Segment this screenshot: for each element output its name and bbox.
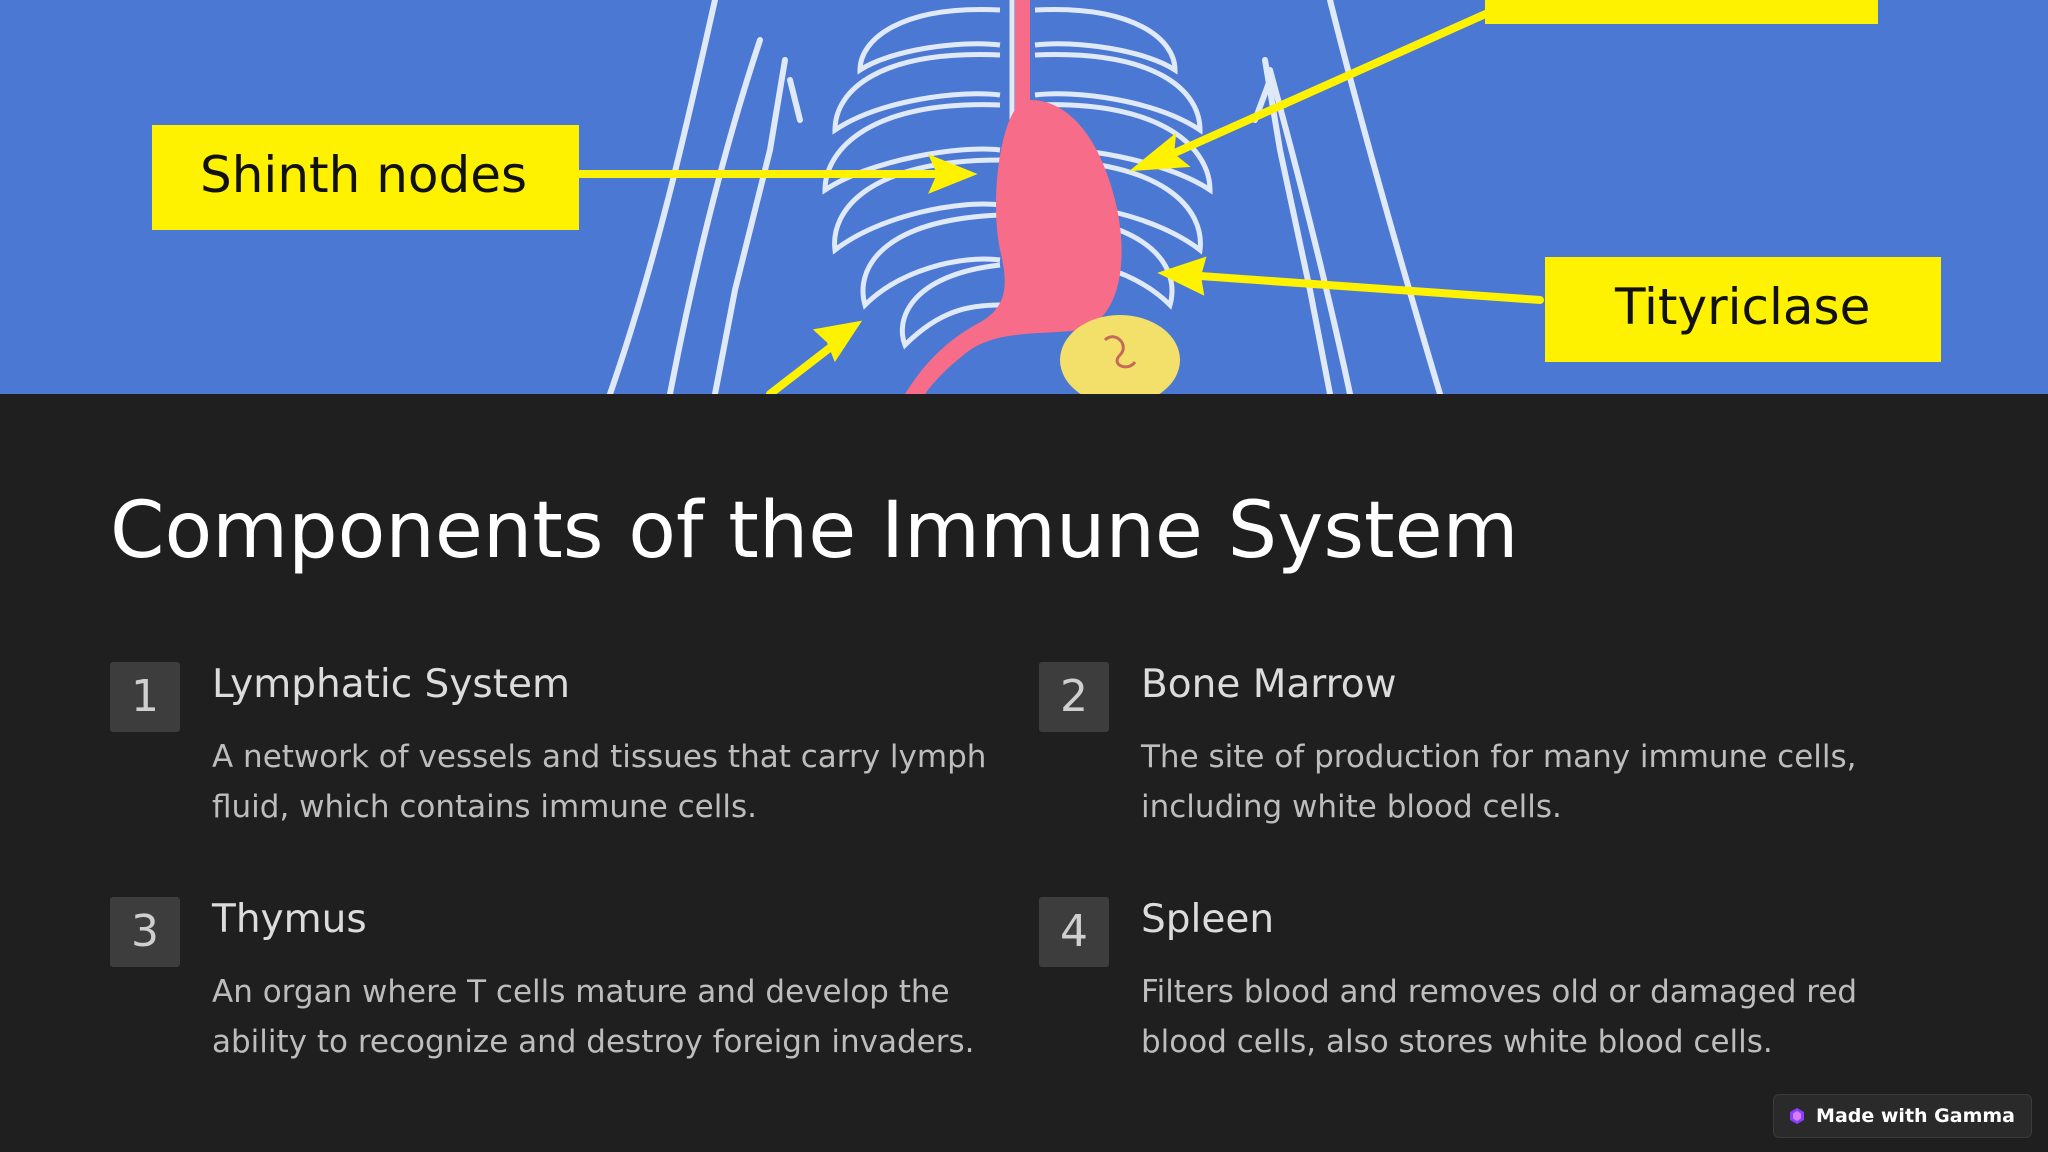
number-badge: 1: [110, 662, 180, 732]
svg-text:Shinth nodes: Shinth nodes: [200, 146, 527, 204]
hero-illustration: Shinth nodes Tityriclase: [0, 0, 2048, 394]
organs: [905, 0, 1180, 394]
item-title: Spleen: [1141, 897, 1275, 942]
label-tityriclase: Tityriclase: [1545, 257, 1941, 362]
made-with-gamma-badge[interactable]: Made with Gamma: [1773, 1094, 2032, 1138]
label-top-right-partial: [1485, 0, 1878, 24]
item-description: A network of vessels and tissues that ca…: [212, 739, 987, 825]
component-item-4: 4 Spleen Filters blood and removes old o…: [1039, 897, 1919, 1097]
badge-label: Made with Gamma: [1816, 1105, 2015, 1127]
item-title: Thymus: [212, 897, 367, 942]
component-item-2: 2 Bone Marrow The site of production for…: [1039, 662, 1919, 862]
label-shinth-nodes: Shinth nodes: [152, 125, 579, 230]
item-title: Lymphatic System: [212, 662, 570, 707]
component-item-3: 3 Thymus An organ where T cells mature a…: [110, 897, 990, 1097]
number-badge: 2: [1039, 662, 1109, 732]
item-title: Bone Marrow: [1141, 662, 1397, 707]
content-area: Components of the Immune System 1 Lympha…: [0, 394, 2048, 1152]
item-description: Filters blood and removes old or damaged…: [1141, 974, 1858, 1060]
anatomy-diagram: Shinth nodes Tityriclase: [0, 0, 2048, 394]
pointer-arrows: [571, 8, 1544, 394]
item-description: The site of production for many immune c…: [1141, 739, 1857, 825]
component-item-1: 1 Lymphatic System A network of vessels …: [110, 662, 990, 862]
item-description: An organ where T cells mature and develo…: [212, 974, 975, 1060]
svg-text:Tityriclase: Tityriclase: [1614, 278, 1870, 336]
body-outline: [607, 0, 1443, 394]
gamma-logo-icon: [1790, 1108, 1805, 1124]
number-badge: 3: [110, 897, 180, 967]
number-badge: 4: [1039, 897, 1109, 967]
page-title: Components of the Immune System: [110, 486, 1519, 576]
